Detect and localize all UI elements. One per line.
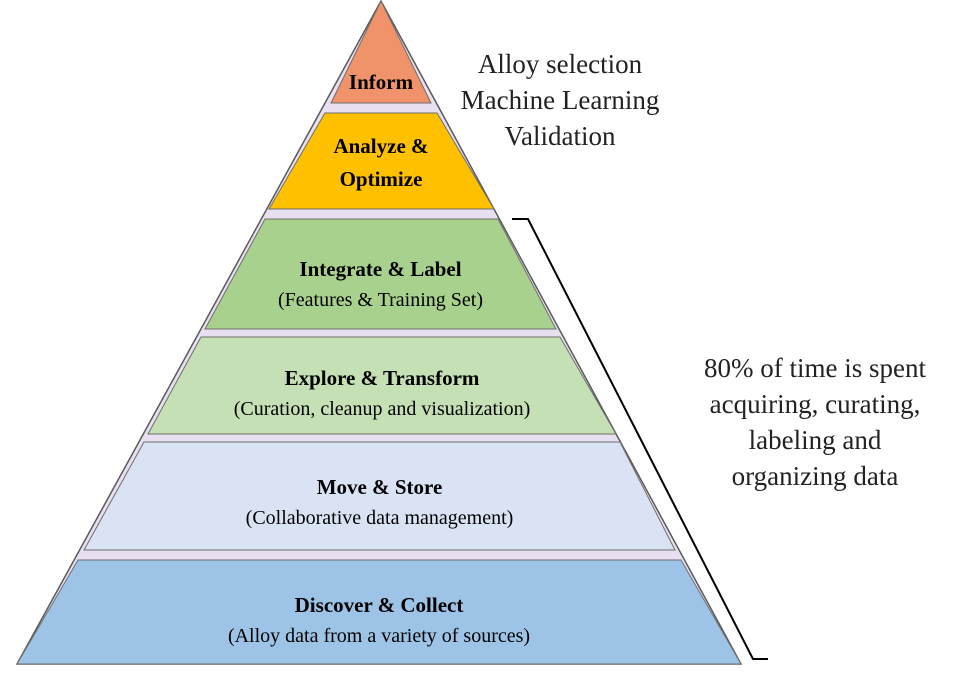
top-annotation: Alloy selection Machine Learning Validat… bbox=[450, 46, 670, 154]
top-annotation-line: Machine Learning bbox=[460, 85, 660, 115]
explore-title: Explore & Transform bbox=[284, 366, 480, 390]
move-subtitle: (Collaborative data management) bbox=[245, 507, 514, 529]
side-annotation: 80% of time is spent acquiring, curating… bbox=[680, 350, 950, 494]
layer-analyze bbox=[268, 112, 495, 210]
discover-subtitle: (Alloy data from a variety of sources) bbox=[227, 625, 531, 647]
side-annotation-line: acquiring, curating, bbox=[709, 389, 921, 419]
discover-title: Discover & Collect bbox=[294, 593, 464, 617]
explore-subtitle: (Curation, cleanup and visualization) bbox=[233, 398, 531, 420]
layer-integrate bbox=[204, 218, 557, 330]
explore-label: Explore & Transform (Curation, cleanup a… bbox=[148, 363, 616, 425]
top-annotation-line: Validation bbox=[504, 121, 616, 151]
layer-inform bbox=[330, 0, 432, 104]
top-annotation-line: Alloy selection bbox=[477, 49, 643, 79]
bracket bbox=[512, 218, 768, 660]
layer-discover bbox=[16, 559, 742, 665]
move-title: Move & Store bbox=[316, 475, 443, 499]
analyze-title: Analyze & Optimize bbox=[280, 130, 482, 196]
discover-label: Discover & Collect (Alloy data from a va… bbox=[17, 590, 741, 652]
layer-explore bbox=[147, 336, 617, 435]
side-annotation-line: labeling and bbox=[748, 425, 882, 455]
analyze-title-line1: Analyze & bbox=[333, 134, 429, 158]
inform-title: Inform bbox=[348, 70, 414, 94]
analyze-title-line2: Optimize bbox=[339, 167, 423, 191]
move-label: Move & Store (Collaborative data managem… bbox=[84, 472, 675, 534]
integrate-label: Integrate & Label (Features & Training S… bbox=[205, 254, 556, 316]
layer-move bbox=[83, 441, 676, 551]
side-annotation-line: organizing data bbox=[731, 461, 899, 491]
integrate-subtitle: (Features & Training Set) bbox=[278, 289, 483, 311]
side-annotation-line: 80% of time is spent bbox=[704, 353, 926, 383]
integrate-title: Integrate & Label bbox=[299, 257, 462, 281]
